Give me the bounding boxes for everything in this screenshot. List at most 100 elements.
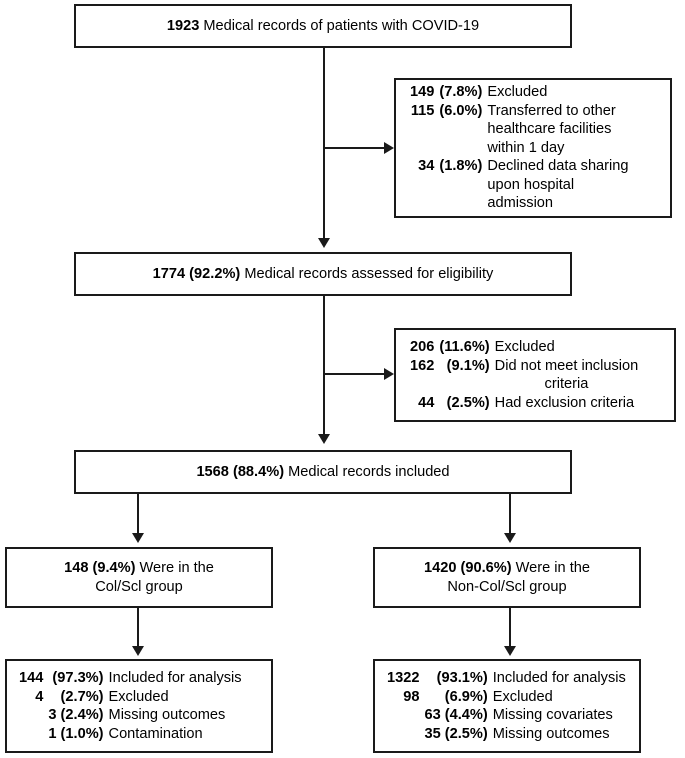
arrow-to-group-right <box>504 533 516 543</box>
node-included-count: 1568 (88.4%) <box>196 463 285 480</box>
excluded-1-item-0-line-1: healthcare facilities <box>487 121 612 138</box>
analysis-right-row-3-pct-inner: (2.5%) <box>444 725 488 742</box>
excluded-2-item-0-num: 162 <box>410 357 435 374</box>
excluded-1-item-1-pct: (1.8%) <box>439 158 483 175</box>
analysis-right-row-1-pct: (6.9%) <box>444 688 488 705</box>
node-group-non-col-scl: 1420 (90.6%) Were in the Non-Col/Scl gro… <box>373 547 641 608</box>
excluded-2-item-1-pct: (2.5%) <box>446 394 490 411</box>
analysis-right-row-0-num: 1322 <box>387 670 420 686</box>
analysis-right-row-2-pct-inner: (4.4%) <box>444 707 488 723</box>
arrow-to-excluded-1 <box>384 142 394 154</box>
analysis-right-row: 63 (4.4%) Missing covariates <box>387 706 626 725</box>
analysis-right-row-2-pct: 63 (4.4%) <box>424 706 492 725</box>
excluded-2-item-0-line-1: criteria <box>544 376 589 392</box>
arrow-to-group-left <box>132 533 144 543</box>
node-group-non-col-scl-line1: Were in the <box>511 559 591 576</box>
excluded-2-item-1-text: Had exclusion criteria <box>495 394 639 413</box>
analysis-left-row: 144 (97.3%) Included for analysis <box>19 669 242 688</box>
node-group-col-scl-line2: Col/Scl group <box>95 578 183 595</box>
analysis-right-row-2-text: Missing covariates <box>492 707 613 723</box>
connector-group-right-to-analysis <box>509 608 511 648</box>
analysis-right-row-3-text: Missing outcomes <box>492 725 610 742</box>
node-group-non-col-scl-text: 1420 (90.6%) Were in the Non-Col/Scl gro… <box>424 559 590 597</box>
analysis-left-row-3-pct-inner: (1.0%) <box>60 725 104 742</box>
analysis-left-row-0-num: 144 <box>19 670 44 686</box>
analysis-left-row-2-text: Missing outcomes <box>108 707 226 723</box>
node-assessed-text: 1774 (92.2%) Medical records assessed fo… <box>153 265 494 284</box>
node-group-col-scl: 148 (9.4%) Were in the Col/Scl group <box>5 547 273 608</box>
excluded-1-header-pct: (7.8%) <box>439 84 483 101</box>
node-analysis-col-scl-rows: 144 (97.3%) Included for analysis 4 (2.7… <box>19 669 242 743</box>
node-assessed: 1774 (92.2%) Medical records assessed fo… <box>74 252 572 296</box>
node-analysis-non-col-scl-rows: 1322 (93.1%) Included for analysis 98 (6… <box>387 669 626 743</box>
node-total-records-text: 1923 Medical records of patients with CO… <box>167 17 479 36</box>
analysis-right-row-2-num-inner: 63 <box>424 707 441 723</box>
node-excluded-2: 206 (11.6%) Excluded 162 (9.1%) Did not … <box>394 328 676 422</box>
node-total-records-count: 1923 <box>166 17 200 34</box>
analysis-left-row: 1 (1.0%) Contamination <box>19 725 242 744</box>
excluded-1-header-row: 149 (7.8%) Excluded <box>410 83 629 102</box>
excluded-1-item-1-line-0: Declined data sharing <box>487 158 629 175</box>
analysis-left-row-3-pct: 1 (1.0%) <box>48 725 108 744</box>
node-total-records-label: Medical records of patients with COVID-1… <box>199 17 480 34</box>
excluded-1-item-1-num: 34 <box>418 158 435 175</box>
excluded-2-header-num: 206 <box>410 339 435 355</box>
analysis-left-row-3-text: Contamination <box>108 725 203 742</box>
node-included: 1568 (88.4%) Medical records included <box>74 450 572 494</box>
node-group-non-col-scl-line2: Non-Col/Scl group <box>447 578 567 595</box>
analysis-right-row-0-pct: (93.1%) <box>436 670 488 686</box>
excluded-2-header-row: 206 (11.6%) Excluded <box>410 338 638 357</box>
analysis-left-row-1-pct: (2.7%) <box>60 688 104 705</box>
excluded-1-header-num: 149 <box>410 84 435 101</box>
excluded-1-header-text: Excluded <box>487 84 548 101</box>
arrow-to-included <box>318 434 330 444</box>
connector-group-left-to-analysis <box>137 608 139 648</box>
node-group-col-scl-count: 148 (9.4%) <box>64 559 136 576</box>
analysis-right-row-1-text: Excluded <box>492 688 553 705</box>
node-group-col-scl-line1: Were in the <box>135 559 214 576</box>
excluded-2-item-0-pct: (9.1%) <box>446 357 490 374</box>
node-group-non-col-scl-count: 1420 (90.6%) <box>423 559 512 576</box>
excluded-1-item-0-line-2: within 1 day <box>487 139 565 156</box>
node-excluded-1: 149 (7.8%) Excluded 115 (6.0%) Transferr… <box>394 78 672 218</box>
excluded-2-header-text: Excluded <box>494 339 555 355</box>
arrow-to-analysis-right <box>504 646 516 656</box>
analysis-left-row: 3 (2.4%) Missing outcomes <box>19 706 242 725</box>
analysis-left-row-1-text: Excluded <box>108 688 169 705</box>
connector-branch-excluded-1 <box>323 147 385 149</box>
arrow-to-assessed <box>318 238 330 248</box>
excluded-1-item-row: 34 (1.8%) Declined data sharing upon hos… <box>410 157 628 213</box>
analysis-right-row: 35 (2.5%) Missing outcomes <box>387 725 626 744</box>
arrow-to-excluded-2 <box>384 368 394 380</box>
analysis-left-row-1-num: 4 <box>35 688 44 705</box>
excluded-1-item-0-line-0: Transferred to other <box>487 102 616 119</box>
analysis-right-row: 98 (6.9%) Excluded <box>387 688 626 707</box>
analysis-left-row-3-num-inner: 1 <box>48 725 57 742</box>
node-included-label: Medical records included <box>284 463 450 480</box>
connector-trunk-2 <box>323 296 325 436</box>
connector-trunk-1 <box>323 48 325 240</box>
node-assessed-count: 1774 (92.2%) <box>152 265 241 282</box>
analysis-left-row-3-num <box>19 725 48 744</box>
node-excluded-1-rows: 149 (7.8%) Excluded 115 (6.0%) Transferr… <box>410 83 629 213</box>
excluded-1-item-1-line-2: admission <box>487 195 554 212</box>
excluded-1-item-1-text: Declined data sharing upon hospital admi… <box>487 157 628 213</box>
connector-split-right <box>509 494 511 535</box>
connector-branch-excluded-2 <box>323 373 385 375</box>
node-included-text: 1568 (88.4%) Medical records included <box>196 463 449 482</box>
analysis-right-row-1-num: 98 <box>403 688 420 705</box>
analysis-right-row-3-num <box>387 725 424 744</box>
analysis-left-row: 4 (2.7%) Excluded <box>19 688 242 707</box>
node-excluded-2-rows: 206 (11.6%) Excluded 162 (9.1%) Did not … <box>410 338 638 412</box>
excluded-1-item-row: 115 (6.0%) Transferred to other healthca… <box>410 102 629 158</box>
excluded-1-item-0-num: 115 <box>410 102 435 119</box>
analysis-left-row-2-num-inner: 3 <box>48 707 57 723</box>
excluded-2-item-row: 162 (9.1%) Did not meet inclusion criter… <box>410 357 638 394</box>
analysis-right-row-0-text: Included for analysis <box>492 670 626 686</box>
analysis-left-row-0-pct: (97.3%) <box>52 670 104 686</box>
excluded-1-item-1-line-1: upon hospital <box>487 176 575 193</box>
analysis-right-row: 1322 (93.1%) Included for analysis <box>387 669 626 688</box>
excluded-2-header-pct: (11.6%) <box>439 339 490 355</box>
node-analysis-non-col-scl: 1322 (93.1%) Included for analysis 98 (6… <box>373 659 641 753</box>
excluded-2-item-1-line-0: Had exclusion criteria <box>494 394 635 411</box>
